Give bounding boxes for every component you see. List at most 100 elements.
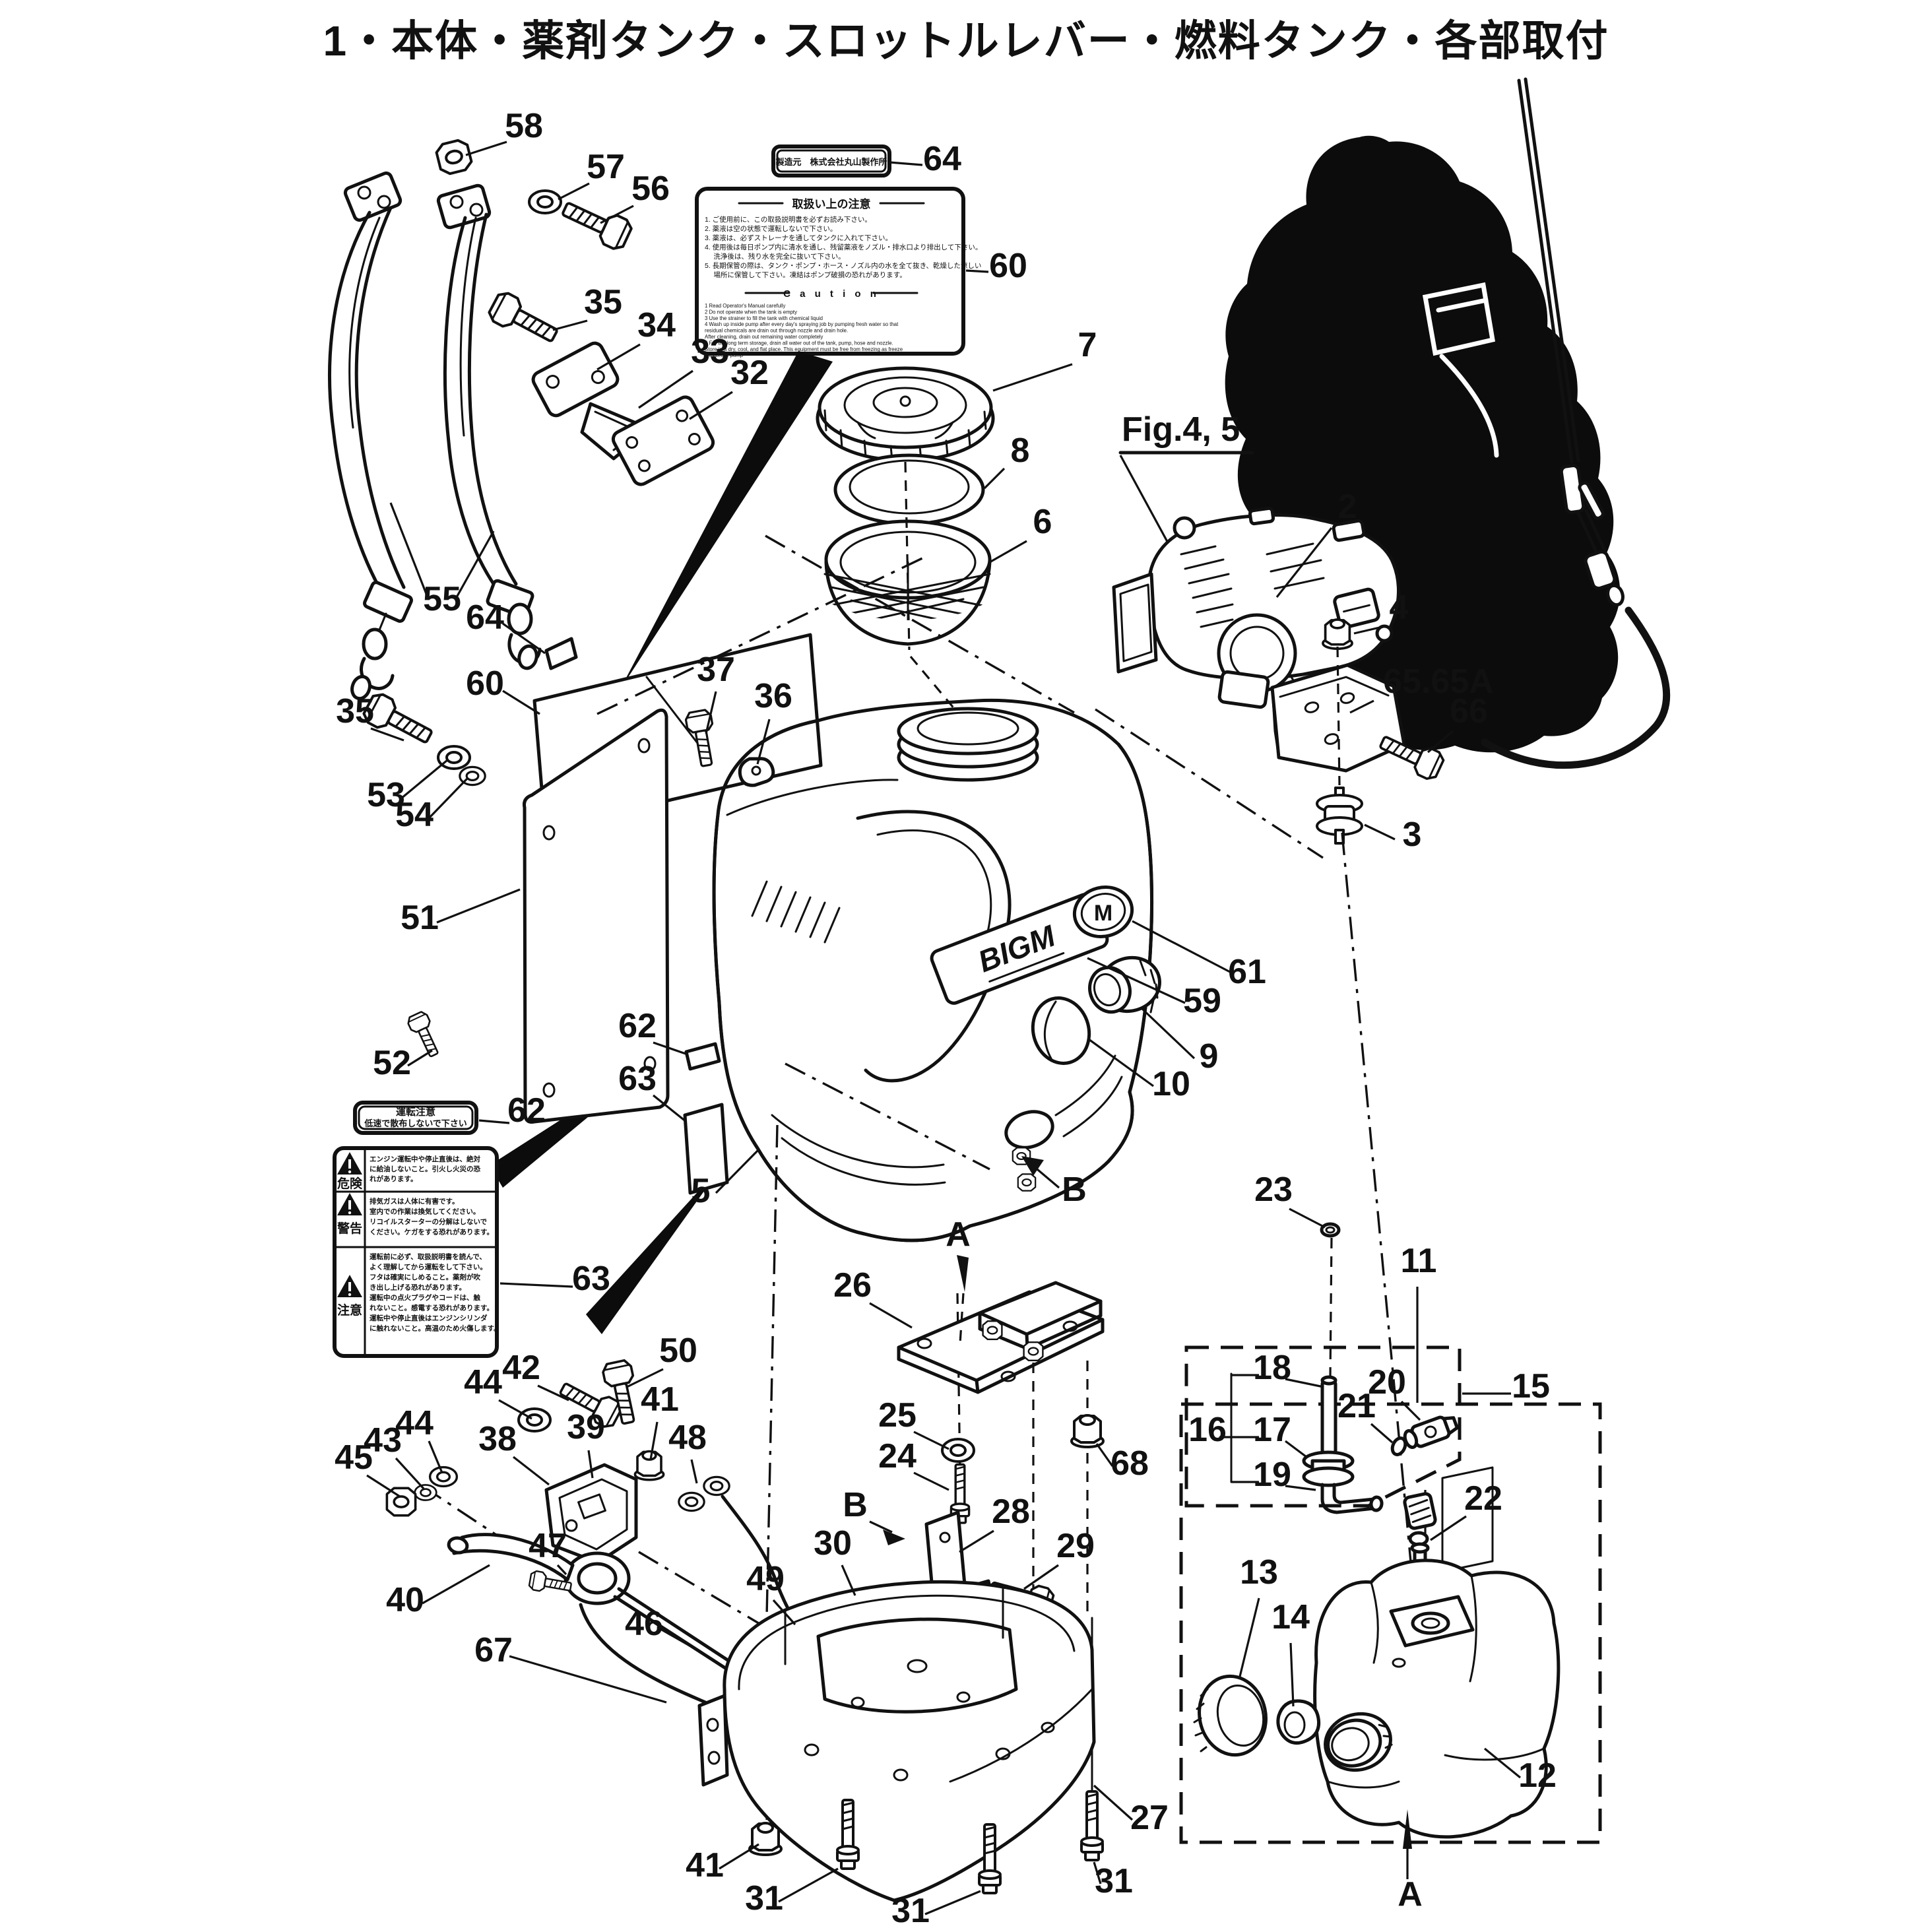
sticker-text-line: 場所に保管して下さい。凍結はポンプ破損の恐れがあります。 <box>705 271 907 279</box>
part-number-callout: 44 <box>464 1363 502 1401</box>
leader-line <box>1093 1861 1102 1884</box>
part-number-callout: 58 <box>505 107 543 145</box>
part-number-callout: 9 <box>1200 1037 1219 1076</box>
leader-line <box>478 1119 510 1124</box>
part-number-callout: 46 <box>625 1605 663 1643</box>
leader-line <box>638 370 693 409</box>
section-arrow-a-plate <box>957 1255 969 1344</box>
leader-line <box>1285 1440 1307 1458</box>
sticker-text-line: 室内での作業は換気してください。 <box>370 1208 480 1216</box>
fuel-valve <box>1403 1415 1459 1449</box>
part-number-callout: 61 <box>1228 953 1266 991</box>
sticker-text-line: residual chemicals are drain out through… <box>705 328 848 334</box>
leader-line <box>1353 626 1383 635</box>
leader-line <box>715 1148 760 1194</box>
leader-line <box>657 1626 695 1650</box>
cap-seal-ring <box>833 453 985 526</box>
part-number-callout: 40 <box>386 1581 424 1619</box>
leader-line <box>1093 1784 1134 1821</box>
leader-line <box>587 1450 594 1479</box>
leader-line <box>756 719 771 765</box>
drain-boss <box>1004 1110 1054 1192</box>
fuel-grommet <box>1320 1222 1341 1238</box>
leader-line <box>498 1399 532 1420</box>
bolt <box>557 193 635 253</box>
top-hardware <box>434 137 715 486</box>
part-number-callout: 56 <box>631 170 670 208</box>
part-number-callout: 37 <box>697 651 735 689</box>
cable-clip <box>738 757 775 787</box>
leader-line <box>499 1282 573 1288</box>
muffler <box>1112 572 1158 674</box>
part-number-callout: 21 <box>1337 1387 1376 1425</box>
part-number-callout: 12 <box>1518 1756 1557 1795</box>
part-number-callout: 27 <box>1130 1799 1169 1837</box>
leader-line <box>992 363 1073 392</box>
leader-line <box>1087 957 1186 1004</box>
part-number-callout: 6 <box>1033 503 1052 541</box>
shoulder-straps <box>328 171 542 701</box>
part-number-callout: 29 <box>1056 1527 1095 1565</box>
sticker-text-line: 1 Read Operator's Manual carefully <box>705 303 786 309</box>
section-arrow-b-tank <box>1021 1156 1060 1189</box>
part-number-callout: 19 <box>1253 1456 1291 1494</box>
warning-head: 警告 <box>337 1221 362 1236</box>
caution-en-title: C a u t i o n <box>783 288 880 300</box>
base-frame <box>697 1580 1096 1902</box>
part-number-callout: 43 <box>364 1421 402 1460</box>
sticker-text-line: フタは確実にしめること。薬剤が吹 <box>370 1273 480 1281</box>
part-number-callout: 42 <box>502 1349 540 1387</box>
leader-line <box>407 1049 433 1067</box>
part-number-callout: 35 <box>584 283 622 321</box>
part-number-callout: 35 <box>336 692 374 730</box>
part-number-callout: B <box>843 1486 868 1524</box>
spray-wand <box>1517 77 1625 607</box>
leader-line <box>509 1655 667 1704</box>
part-number-callout: 66 <box>1450 692 1488 730</box>
sticker-text-line: 3. 薬液は、必ずストレーナを通してタンクに入れて下さい。 <box>705 234 892 242</box>
leader-line <box>1370 1423 1394 1444</box>
leader-line <box>841 1564 856 1596</box>
part-number-callout: 7 <box>1078 326 1097 364</box>
leader-line <box>705 691 717 734</box>
part-number-callout: 13 <box>1240 1553 1278 1592</box>
nut <box>385 1487 417 1517</box>
leader-line <box>690 1459 698 1484</box>
part-number-callout: 16 <box>1188 1411 1227 1449</box>
sticker-text-line: 4 Wash up inside pump after every day's … <box>705 321 899 327</box>
leader-line <box>600 205 634 224</box>
part-number-callout: 47 <box>529 1527 567 1565</box>
washer <box>678 1491 705 1512</box>
caution-jp-lines: 1. ご使用前に、この取扱説明書を必ずお読み下さい。2. 薬液は空の状態で運転し… <box>705 215 982 279</box>
page-title: 1・本体・薬剤タンク・スロットルレバー・燃料タンク・各部取付 <box>323 17 1609 65</box>
leader-line <box>1430 1515 1467 1541</box>
part-number-callout: 20 <box>1368 1363 1406 1401</box>
sticker-text-line: き出し上げる恐れがあります。 <box>370 1283 466 1292</box>
fuel-pipe-group <box>1230 1372 1459 1514</box>
part-number-callout: 10 <box>1152 1065 1190 1103</box>
leader-line <box>596 343 641 371</box>
sticker-text-line: れないこと。感電する恐れがあります。 <box>370 1304 494 1312</box>
section-arrow-b-bracket <box>869 1520 905 1545</box>
sticker-text-line: 3 Use the strainer to fill the tank with… <box>705 315 823 321</box>
part-number-callout: 51 <box>401 899 439 937</box>
sticker-text-line: よく理解してから運転をして下さい。 <box>370 1263 487 1272</box>
sticker-text-line: 運転中や停止直後はエンジンシリンダ <box>370 1314 488 1322</box>
washer <box>428 1465 459 1488</box>
leader-line <box>1140 1007 1196 1060</box>
washer <box>528 189 562 214</box>
part-number-callout: 33 <box>691 333 729 371</box>
leader-line <box>422 1564 490 1605</box>
part-number-callout: 55 <box>423 580 461 618</box>
small-sticker-62 <box>684 1042 721 1071</box>
main-tank <box>712 698 1154 1242</box>
sticker-text-line: に給油しないこと。引火し火災の恐 <box>370 1165 480 1173</box>
sticker-text-line: れがあります。 <box>370 1175 417 1183</box>
leader-line <box>649 1421 659 1460</box>
part-number-callout: 64 <box>923 140 961 178</box>
danger-head: 危険 <box>337 1176 363 1191</box>
sticker-text-line: 運転前に必ず、取扱説明書を読んで、 <box>370 1252 486 1261</box>
